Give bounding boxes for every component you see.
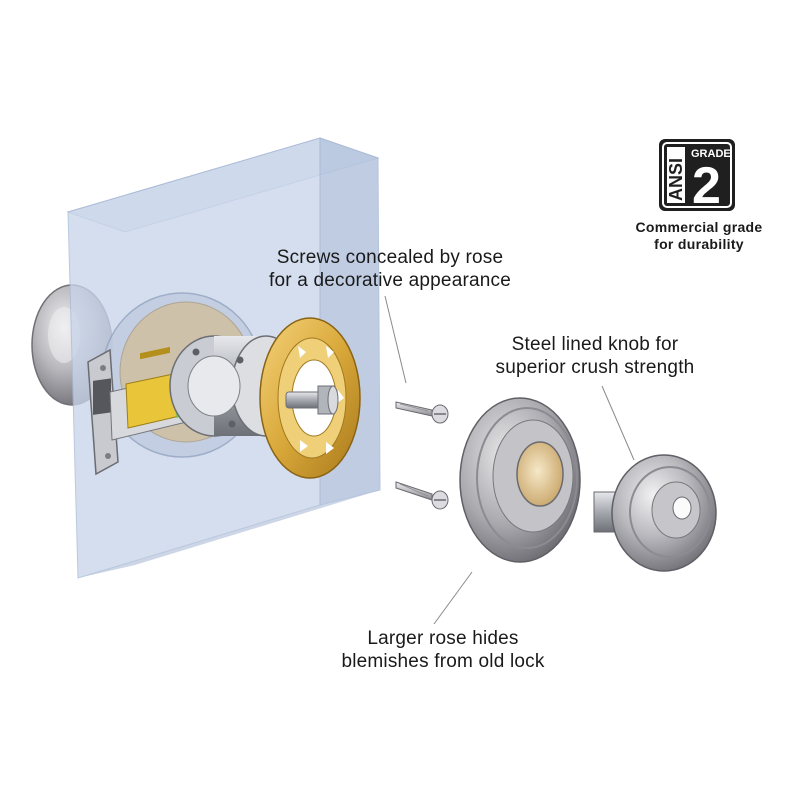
latch-plate [87, 348, 119, 476]
callout-knob-line2: superior crush strength [495, 357, 695, 378]
badge-caption-line1: Commercial grade [635, 219, 763, 235]
leader-screws [384, 295, 407, 384]
callout-knob: Steel lined knob for superior crush stre… [455, 333, 735, 379]
callout-screws-line2: for a decorative appearance [268, 270, 511, 291]
leader-knob [601, 385, 635, 461]
leader-rose [433, 571, 473, 625]
screw-upper [395, 401, 449, 424]
leader-lines [384, 295, 635, 625]
decorative-rose [459, 397, 581, 563]
screw-lower [395, 481, 449, 510]
badge-caption: Commercial grade for durability [606, 219, 792, 253]
front-knob [593, 454, 717, 572]
ansi-grade-2-badge-icon: ANSI GRADE 2 [659, 139, 735, 212]
callout-screws: Screws concealed by rose for a decorativ… [240, 246, 540, 292]
callout-rose-line1: Larger rose hides [367, 628, 519, 649]
badge-org: ANSI [666, 158, 686, 201]
callout-rose-line2: blemishes from old lock [341, 651, 545, 672]
spindle [285, 385, 339, 415]
callout-screws-line1: Screws concealed by rose [276, 247, 504, 268]
callout-knob-line1: Steel lined knob for [511, 334, 679, 355]
badge-grade-word: GRADE [691, 148, 731, 160]
badge-grade-number: 2 [692, 157, 721, 212]
callout-rose: Larger rose hides blemishes from old loc… [308, 627, 578, 673]
badge-caption-line2: for durability [654, 236, 744, 252]
